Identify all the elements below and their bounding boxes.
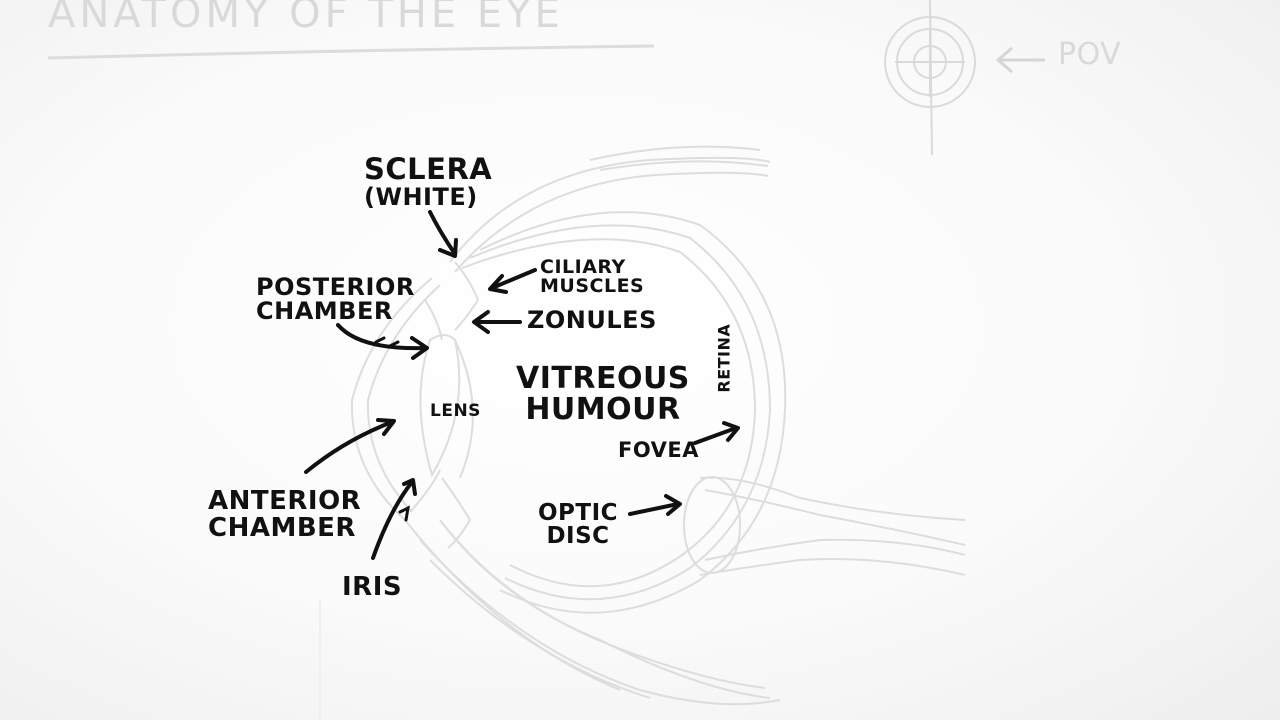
iris-arrow-icon: [371, 478, 417, 560]
pov-compass-icon: [884, 0, 976, 156]
fovea-label: FOVEA: [618, 438, 699, 462]
retina-label: RETINA: [714, 323, 734, 393]
iris-label: IRIS: [342, 572, 403, 602]
ciliary-arrow-icon: [488, 268, 537, 294]
anterior-arrow-icon: [304, 418, 396, 474]
posterior-arrow-icon: [336, 323, 429, 360]
optic-disc-label: OPTIC DISC: [538, 500, 619, 550]
optic-disc-arrow-icon: [628, 494, 682, 516]
title-underline: [47, 44, 655, 60]
pov-arrow-icon: [995, 46, 1045, 74]
sclera-arrow-icon: [428, 210, 458, 258]
annotation-arrows: [304, 210, 740, 560]
eye-cross-section-sketch: [350, 145, 966, 706]
zonules-arrow-icon: [472, 310, 522, 334]
fovea-arrow-icon: [693, 421, 740, 445]
ink-marks: [374, 336, 410, 522]
ciliary-muscles-label: CILIARY MUSCLES: [540, 256, 645, 298]
zonules-label: ZONULES: [527, 306, 657, 334]
anterior-chamber-label: ANTERIOR CHAMBER: [208, 486, 362, 543]
posterior-chamber-label: POSTERIOR CHAMBER: [256, 273, 415, 326]
pov-label: POV: [1058, 37, 1122, 72]
vitreous-humour-label: VITREOUS HUMOUR: [516, 361, 690, 427]
page-title: ANATOMY OF THE EYE: [48, 0, 564, 37]
lens-label: LENS: [430, 401, 481, 421]
sclera-label: SCLERA (WHITE): [364, 152, 493, 211]
